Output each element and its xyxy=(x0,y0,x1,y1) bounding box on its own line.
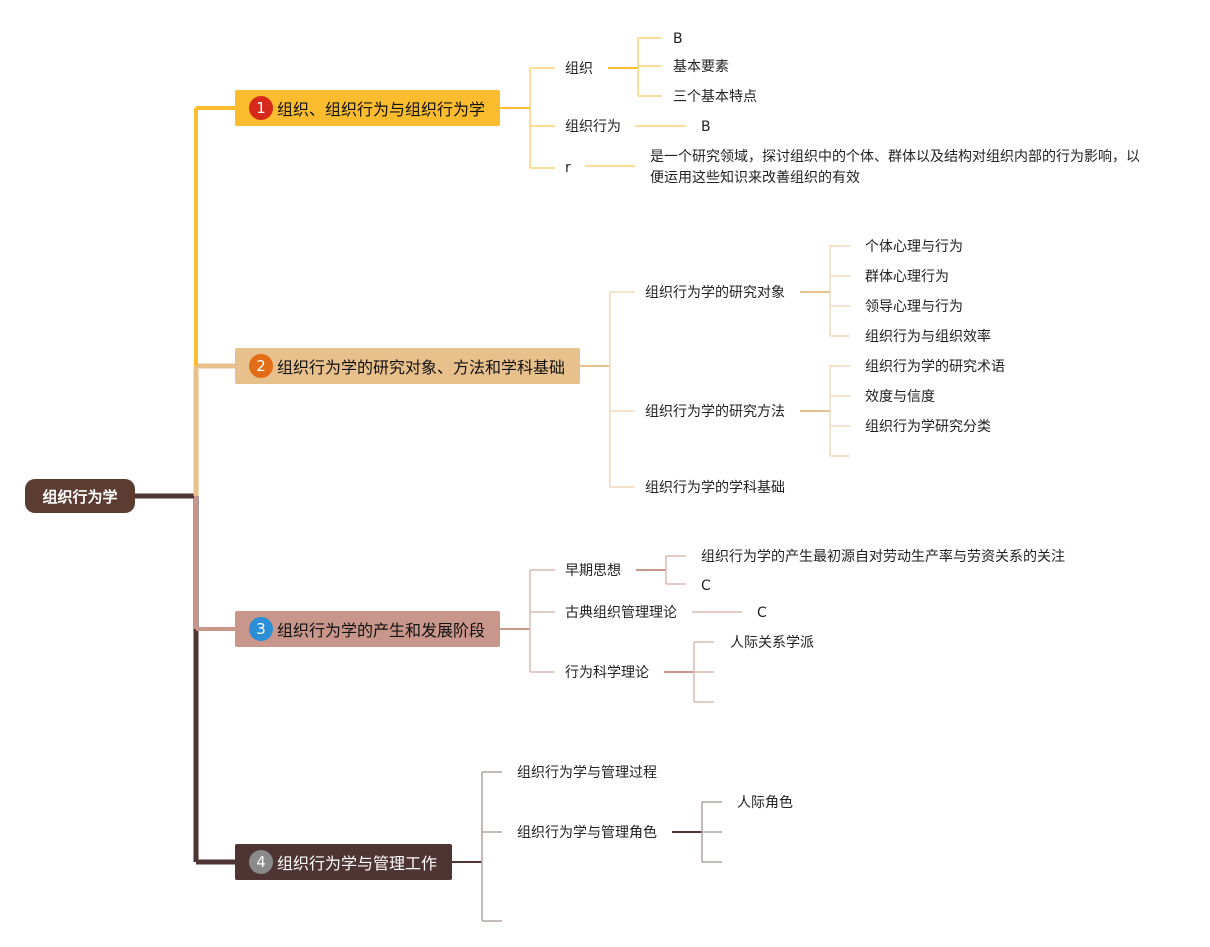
number-badge-3: 3 xyxy=(249,617,273,641)
leaf-group[interactable]: 群体心理行为 xyxy=(865,269,949,285)
leaf-classification[interactable]: 组织行为学研究分类 xyxy=(865,419,991,435)
subtopic-organization[interactable]: 组织 xyxy=(565,61,593,77)
leaf-basic-elements[interactable]: 基本要素 xyxy=(673,59,729,75)
main-topic-1[interactable]: 1 组织、组织行为与组织行为学 xyxy=(235,90,500,126)
main-topic-3[interactable]: 3 组织行为学的产生和发展阶段 xyxy=(235,611,500,647)
leaf-terms[interactable]: 组织行为学的研究术语 xyxy=(865,359,1005,375)
number-badge-2: 2 xyxy=(249,354,273,378)
main-topic-4[interactable]: 4 组织行为学与管理工作 xyxy=(235,844,452,880)
leaf-validity[interactable]: 效度与信度 xyxy=(865,389,935,405)
root-node[interactable]: 组织行为学 xyxy=(25,479,135,513)
main-topic-label: 组织行为学的产生和发展阶段 xyxy=(277,621,486,640)
leaf-individual[interactable]: 个体心理与行为 xyxy=(865,239,963,255)
main-topic-2[interactable]: 2 组织行为学的研究对象、方法和学科基础 xyxy=(235,348,580,384)
leaf-b[interactable]: B xyxy=(673,31,683,47)
subtopic-behavioral-science[interactable]: 行为科学理论 xyxy=(565,665,649,681)
subtopic-management-process[interactable]: 组织行为学与管理过程 xyxy=(517,765,657,781)
leaf-origin[interactable]: 组织行为学的产生最初源自对劳动生产率与劳资关系的关注 xyxy=(701,549,1065,565)
subtopic-classical-theory[interactable]: 古典组织管理理论 xyxy=(565,605,677,621)
subtopic-r[interactable]: r xyxy=(565,160,571,176)
main-topic-label: 组织行为学的研究对象、方法和学科基础 xyxy=(277,358,566,377)
leaf-interpersonal-role[interactable]: 人际角色 xyxy=(737,795,793,811)
subtopic-research-method[interactable]: 组织行为学的研究方法 xyxy=(645,404,785,420)
subtopic-early-thought[interactable]: 早期思想 xyxy=(565,563,621,579)
main-topic-label: 组织、组织行为与组织行为学 xyxy=(277,100,486,119)
subtopic-discipline-base[interactable]: 组织行为学的学科基础 xyxy=(645,480,785,496)
leaf-human-relations[interactable]: 人际关系学派 xyxy=(730,635,814,651)
number-badge-4: 4 xyxy=(249,850,273,874)
leaf-c[interactable]: C xyxy=(701,578,711,594)
leaf-leadership[interactable]: 领导心理与行为 xyxy=(865,299,963,315)
main-topic-label: 组织行为学与管理工作 xyxy=(277,854,438,873)
subtopic-research-object[interactable]: 组织行为学的研究对象 xyxy=(645,285,785,301)
root-label: 组织行为学 xyxy=(42,487,118,506)
leaf-three-features[interactable]: 三个基本特点 xyxy=(673,89,757,105)
subtopic-org-behavior[interactable]: 组织行为 xyxy=(565,119,621,135)
leaf-definition[interactable]: 是一个研究领域，探讨组织中的个体、群体以及结构对组织内部的行为影响，以便运用这些… xyxy=(650,149,1140,186)
subtopic-management-role[interactable]: 组织行为学与管理角色 xyxy=(517,825,657,841)
leaf-c[interactable]: C xyxy=(757,605,767,621)
leaf-efficiency[interactable]: 组织行为与组织效率 xyxy=(865,329,991,345)
leaf-b[interactable]: B xyxy=(701,119,711,135)
number-badge-1: 1 xyxy=(249,96,273,120)
